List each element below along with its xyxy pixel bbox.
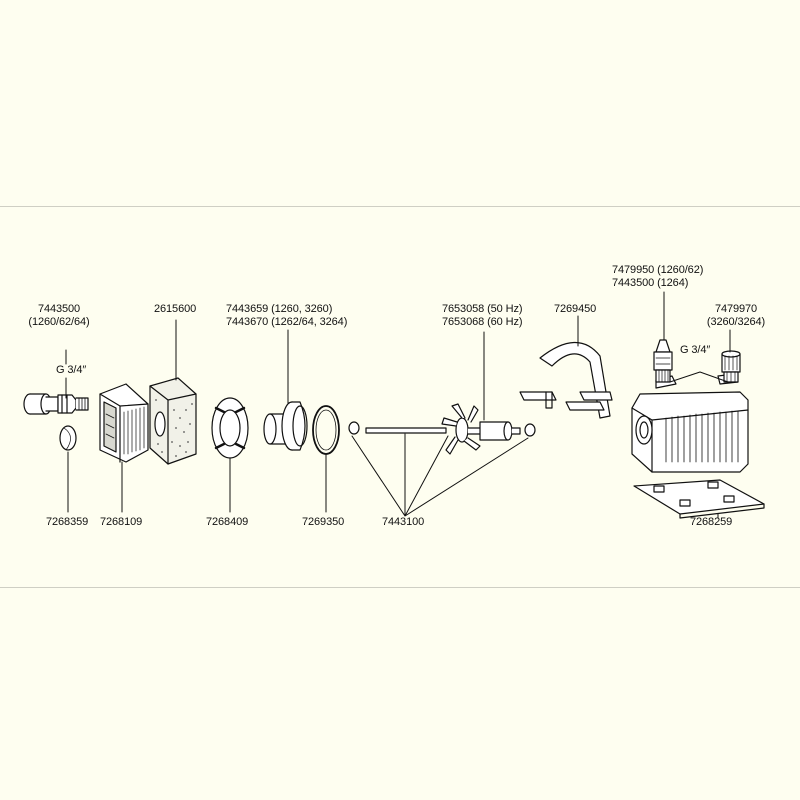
diagram-panel	[0, 206, 800, 588]
label-outlet-fitting: 7479950 (1260/62) 7443500 (1264)	[612, 264, 703, 290]
outlet-fitting-part	[653, 339, 673, 383]
impeller-cover-line2: 7443670 (1262/64, 3264)	[226, 316, 348, 328]
pump-motor-housing	[631, 373, 749, 473]
cap-part	[59, 425, 77, 451]
base-plate-part	[633, 479, 765, 519]
outlet-fitting-line1: 7479950 (1260/62)	[612, 264, 704, 276]
label-o-ring: 7269350	[302, 516, 345, 528]
fitting-models: (1260/62/64)	[28, 316, 90, 328]
label-thread-left: G 3/4″	[56, 364, 87, 376]
strainer-part	[99, 383, 149, 463]
label-strainer: 7268109	[100, 516, 143, 528]
label-thread-right: G 3/4″	[680, 344, 711, 356]
sponge-part	[149, 377, 197, 465]
label-shaft-bearings: 7443100	[382, 516, 425, 528]
label-sponge: 2615600	[154, 303, 197, 315]
o-ring-part	[312, 405, 340, 455]
impeller-cover-line1: 7443659 (1260, 3260)	[226, 303, 333, 315]
handle-part	[519, 341, 613, 419]
label-impeller-cover: 7443659 (1260, 3260) 7443670 (1262/64, 3…	[226, 303, 347, 329]
impeller-part	[441, 403, 521, 455]
label-base-plate: 7268259	[690, 516, 733, 528]
shaft-part	[365, 427, 447, 434]
impeller-line2: 7653068 (60 Hz)	[442, 316, 523, 328]
label-outlet-fitting-alt: 7479970 (3260/3264)	[694, 303, 778, 329]
impeller-cover-part	[263, 401, 308, 451]
fitting-part	[23, 393, 89, 415]
fitting-number: 7443500	[37, 303, 81, 315]
label-cap: 7268359	[46, 516, 89, 528]
label-handle: 7269450	[554, 303, 597, 315]
outlet-fitting-line2: 7443500 (1264)	[612, 277, 689, 289]
outlet-fitting-alt-number: 7479970	[714, 303, 758, 315]
outlet-fitting-alt-part	[721, 350, 741, 383]
outlet-fitting-alt-models: (3260/3264)	[706, 316, 766, 328]
impeller-line1: 7653058 (50 Hz)	[442, 303, 523, 315]
cover-plate-part	[211, 397, 249, 459]
leader-lines	[65, 291, 731, 519]
label-impeller: 7653058 (50 Hz) 7653068 (60 Hz)	[442, 303, 523, 329]
bearing-right	[524, 423, 536, 437]
bearing-left	[348, 421, 360, 435]
label-fitting: 7443500 (1260/62/64)	[16, 303, 102, 329]
label-cover-plate: 7268409	[206, 516, 249, 528]
